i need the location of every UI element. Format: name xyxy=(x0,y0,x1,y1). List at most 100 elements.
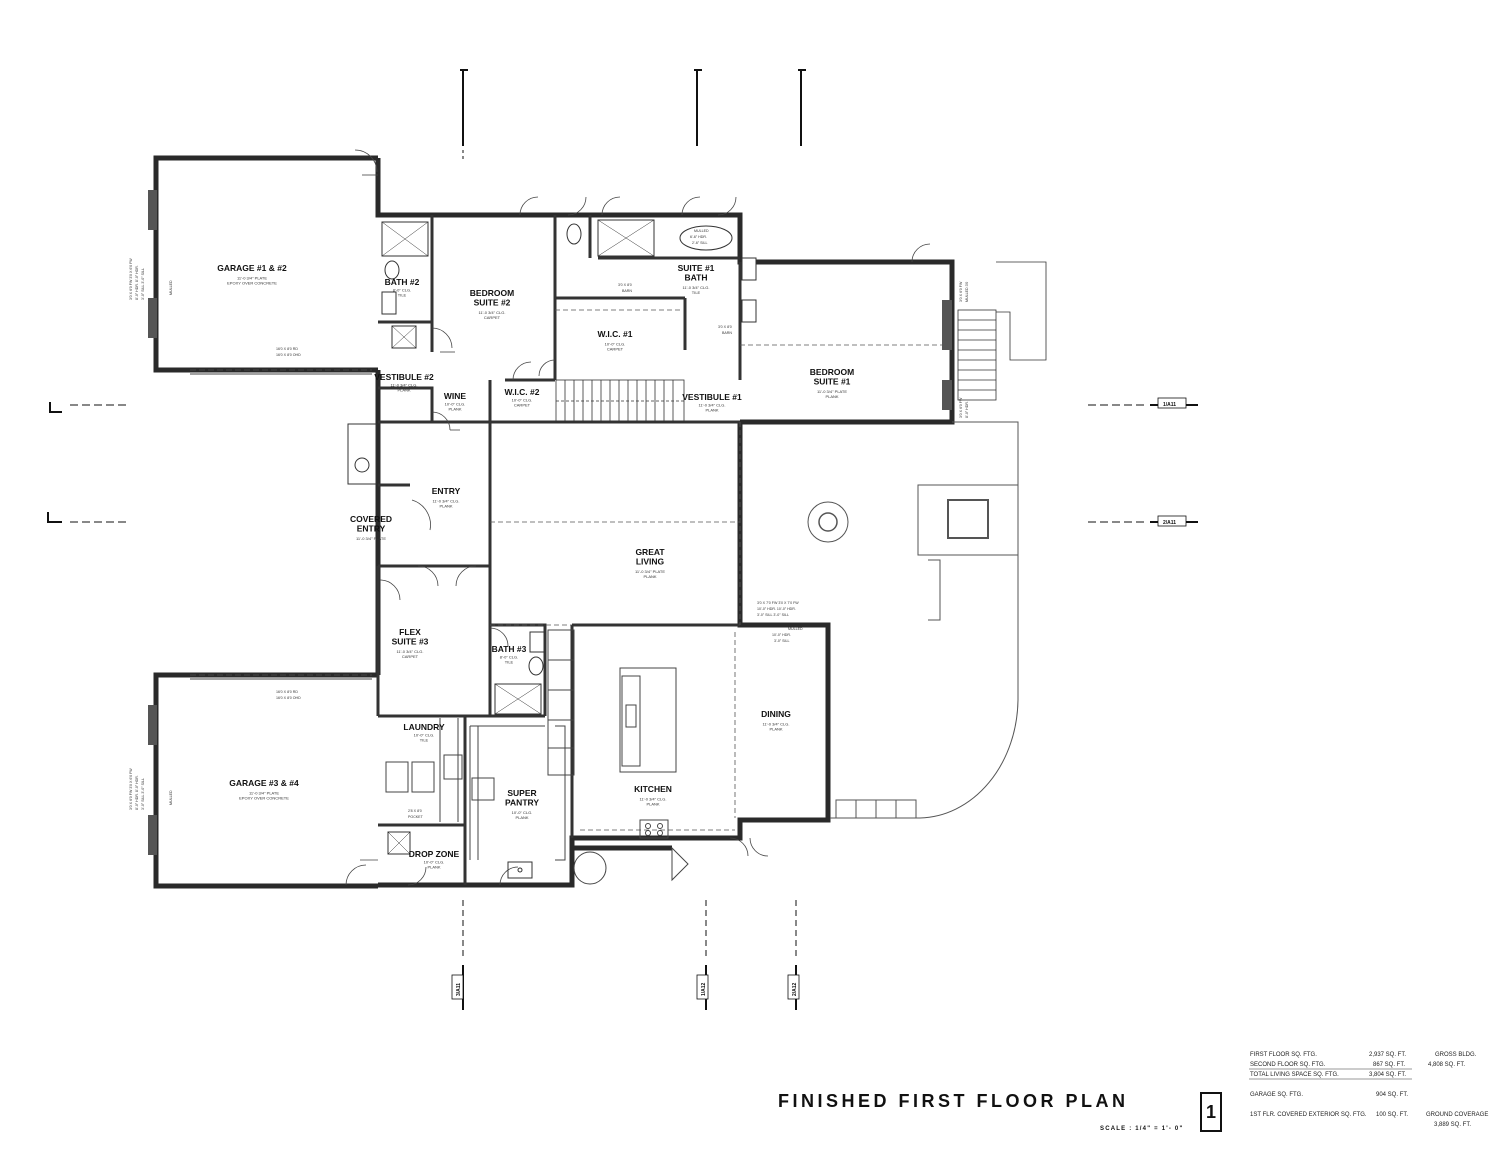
room-sub: 11'-0 3/4" PLATE xyxy=(356,536,386,541)
room-name: KITCHEN xyxy=(634,784,672,794)
tub-note: 6'-6" HDR. xyxy=(690,235,707,239)
svg-text:3'0 X 6'0 FW 3'0 X 6'0 FW: 3'0 X 6'0 FW 3'0 X 6'0 FW xyxy=(129,258,133,300)
pocket-note: BARN xyxy=(722,331,732,335)
room-sub: CARPET xyxy=(607,347,624,352)
drawing-scale: SCALE : 1/4" = 1'- 0" xyxy=(1100,1126,1184,1132)
tub-note: 2'-6" SILL xyxy=(692,241,708,245)
room-name: ENTRY xyxy=(357,524,386,534)
room-sub: PLANK xyxy=(705,408,718,413)
room-name: SUITE #1 xyxy=(678,263,715,273)
room-sub: EPOXY OVER CONCRETE xyxy=(239,796,289,801)
stairs xyxy=(555,261,1047,423)
room-sub: 11'-0 3/4" PLATE xyxy=(817,389,847,394)
room-sub: 10'-0" CLG. xyxy=(414,733,435,738)
pocket-note: POCKET xyxy=(408,815,424,819)
svg-text:3'-0" SILL 3'-0" SILL: 3'-0" SILL 3'-0" SILL xyxy=(141,268,145,300)
patio-area xyxy=(807,421,1019,819)
room-sub: 11'-0 3/4" CLG. xyxy=(682,285,709,290)
door-swings xyxy=(345,149,931,886)
kitchen-casework xyxy=(385,629,689,885)
room-sub: PLANK xyxy=(448,407,461,412)
area-value: 867 SQ. FT. xyxy=(1373,1062,1405,1068)
room-sub: 8'-0" CLG. xyxy=(500,655,518,660)
sheet-number: 1 xyxy=(1206,1102,1216,1122)
room-sub: 11'-0 3/4" CLG. xyxy=(396,649,423,654)
room-name: SUITE #2 xyxy=(474,298,511,308)
svg-text:3'-0" SILL 3'-0" SILL: 3'-0" SILL 3'-0" SILL xyxy=(757,613,789,617)
room-sub: 11'-0 3/4" PLATE xyxy=(237,276,267,281)
room-name: GREAT xyxy=(635,547,665,557)
room-name: BATH #2 xyxy=(385,277,420,287)
section-tag: 2/A11 xyxy=(1163,520,1176,526)
room-label: W.I.C. #210'-0" CLG.CARPET xyxy=(505,387,540,408)
room-sub: 11'-0 3/4" PLATE xyxy=(249,791,279,796)
pocket-note: BARN xyxy=(622,289,632,293)
room-name: SUITE #1 xyxy=(814,377,851,387)
garage-door-notes: 16'0 X 8'0 RD 16'0 X 8'0 OHD 16'0 X 8'0 … xyxy=(276,229,803,819)
title-block: FINISHED FIRST FLOOR PLAN SCALE : 1/4" =… xyxy=(778,1091,1222,1132)
room-name: WINE xyxy=(444,391,467,401)
svg-text:MULLED 3'0: MULLED 3'0 xyxy=(965,282,969,302)
garage-pilasters xyxy=(148,190,952,855)
pocket-note: 3'0 X 8'0 xyxy=(618,283,632,287)
garage-door-note: 16'0 X 8'0 RD xyxy=(276,347,298,351)
room-sub: 10'-0" CLG. xyxy=(512,398,533,403)
ground-coverage-label: GROUND COVERAGE xyxy=(1426,1112,1488,1118)
room-name: SUPER xyxy=(507,788,536,798)
room-name: W.I.C. #1 xyxy=(598,329,633,339)
room-label: BATH #28'-0" CLG.TILE xyxy=(385,277,420,298)
area-label: GARAGE SQ. FTG. xyxy=(1250,1092,1303,1098)
svg-text:3'0 X 6'0 FW 3'0 X 6'0 FW: 3'0 X 6'0 FW 3'0 X 6'0 FW xyxy=(129,768,133,810)
room-sub: PLANK xyxy=(515,815,528,820)
room-name: VESTIBULE #2 xyxy=(374,372,434,382)
pocket-note: 2'8 X 8'0 xyxy=(408,809,422,813)
room-sub: 11'-0 3/4" CLG. xyxy=(478,310,505,315)
room-name: SUITE #3 xyxy=(392,637,429,647)
area-label: FIRST FLOOR SQ. FTG. xyxy=(1250,1052,1317,1058)
room-sub: 8'-0" CLG. xyxy=(393,288,411,293)
room-name: BATH #3 xyxy=(492,644,527,654)
room-label: VESTIBULE #211'-0 3/4" CLG.PLANK xyxy=(374,372,434,393)
room-name: LIVING xyxy=(636,557,665,567)
room-sub: TILE xyxy=(398,293,407,298)
room-sub: 11'-0 3/4" CLG. xyxy=(698,403,725,408)
room-sub: 11'-0 3/4" CLG. xyxy=(762,722,789,727)
room-sub: PLANK xyxy=(646,802,659,807)
svg-text:10'-0" HDR. 10'-0" HDR.: 10'-0" HDR. 10'-0" HDR. xyxy=(757,607,796,611)
section-tags: 3/A11 1/A12 2/A12 1/A11 2/A11 xyxy=(451,397,1187,1000)
ground-coverage-value: 3,889 SQ. FT. xyxy=(1434,1122,1471,1128)
room-name: COVERED xyxy=(350,514,392,524)
drawing-title: FINISHED FIRST FLOOR PLAN xyxy=(778,1091,1129,1111)
room-name: GARAGE #3 & #4 xyxy=(229,778,299,788)
room-sub: 10'-0" CLG. xyxy=(424,860,445,865)
area-table: FIRST FLOOR SQ. FTG. 2,937 SQ. FT. SECON… xyxy=(1249,1052,1488,1128)
section-tag: 2/A12 xyxy=(792,982,798,996)
garage-door-note: 16'0 X 8'0 OHD xyxy=(276,353,301,357)
room-name: LAUNDRY xyxy=(403,722,445,732)
open-area-lines xyxy=(490,309,952,831)
svg-text:8'-0" HDR. 8'-0" HDR.: 8'-0" HDR. 8'-0" HDR. xyxy=(135,775,139,810)
room-sub: PLANK xyxy=(439,504,452,509)
svg-text:8'-0" HDR.: 8'-0" HDR. xyxy=(965,401,969,418)
room-name: DROP ZONE xyxy=(409,849,460,859)
room-sub: PLANK xyxy=(427,865,440,870)
room-sub: PLANK xyxy=(769,727,782,732)
pocket-note: 3'0 X 8'0 xyxy=(718,325,732,329)
svg-text:MULLED: MULLED xyxy=(169,280,173,295)
room-label: BATH #38'-0" CLG.TILE xyxy=(492,644,527,665)
garage-door-note: 16'0 X 8'0 OHD xyxy=(276,696,301,700)
room-sub: CARPET xyxy=(484,315,501,320)
room-sub: PLANK xyxy=(825,394,838,399)
